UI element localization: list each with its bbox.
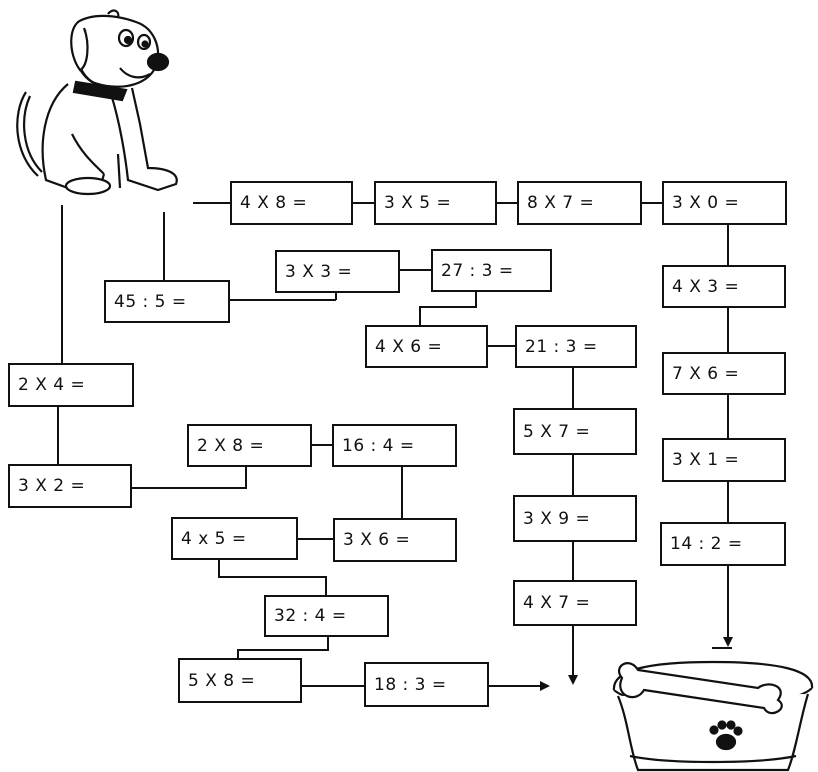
expression-box: 2 X 4 = [8,363,134,407]
expression-box: 27 : 3 = [431,249,552,292]
expression-box: 3 X 1 = [662,438,786,482]
expression-box: 7 X 6 = [662,352,786,395]
expression-box: 18 : 3 = [364,662,489,707]
expression-box: 4 x 5 = [171,517,298,560]
expression-box: 32 : 4 = [264,595,389,637]
expression-box: 8 X 7 = [517,181,642,225]
expression-box: 4 X 8 = [230,181,353,225]
expression-box: 3 X 3 = [275,250,400,293]
expression-box: 5 X 8 = [178,658,302,703]
expression-box: 21 : 3 = [515,325,637,368]
expression-box: 4 X 7 = [513,580,637,626]
dog-icon [16,9,178,196]
expression-box: 4 X 3 = [662,265,786,308]
expression-box: 2 X 8 = [187,424,312,467]
expression-box: 16 : 4 = [332,424,457,467]
expression-box: 14 : 2 = [660,522,786,566]
expression-box: 3 X 6 = [333,518,457,562]
expression-box: 3 X 9 = [513,495,637,542]
expression-box: 4 X 6 = [365,325,488,368]
expression-box: 3 X 0 = [662,181,787,225]
paw-print-icon [709,720,743,751]
expression-box: 3 X 5 = [374,181,497,225]
expression-box: 5 X 7 = [513,408,637,455]
expression-box: 3 X 2 = [8,464,132,508]
dog-bowl-with-bone-icon [612,660,814,772]
expression-box: 45 : 5 = [104,280,230,323]
